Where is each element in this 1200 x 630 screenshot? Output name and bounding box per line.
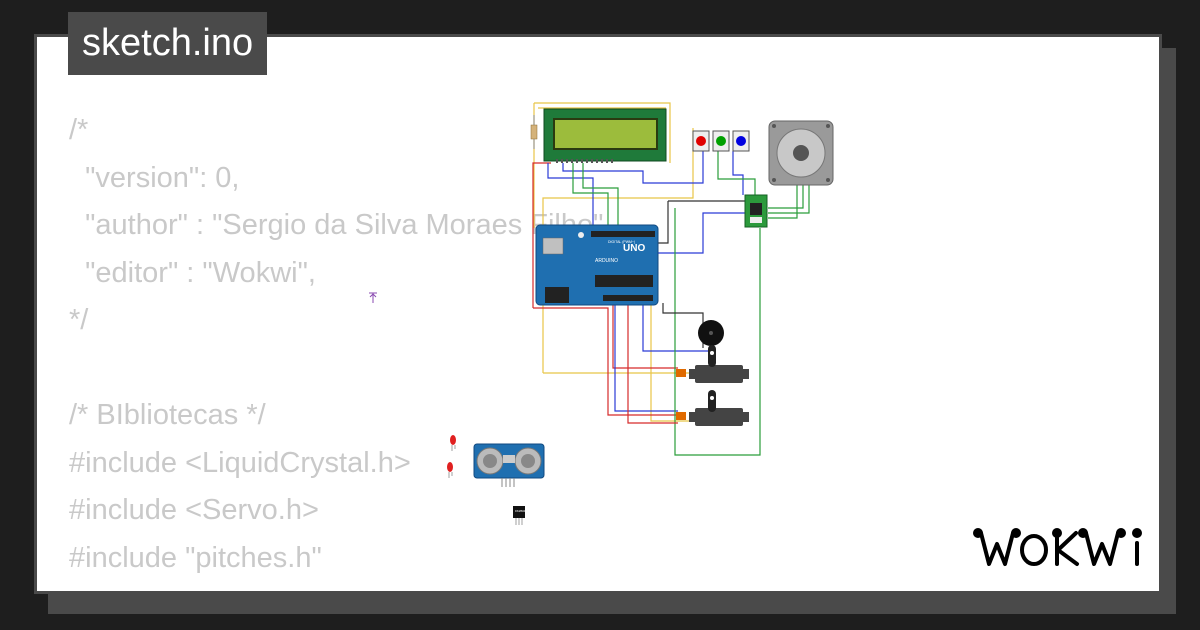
code-preview: /* "version": 0, "author" : "Sergio da S… — [69, 107, 611, 582]
arduino-brand-label: UNO — [623, 243, 645, 254]
code-line: #include "pitches.h" — [69, 541, 322, 574]
stepper-driver — [744, 194, 768, 228]
code-line: #include <Servo.h> — [69, 494, 319, 526]
servo-motor-2 — [676, 390, 749, 426]
lcd-display — [543, 108, 667, 163]
wire — [732, 151, 744, 195]
servo-motor-1 — [676, 345, 749, 383]
sensor-label: DS18B20 — [515, 510, 526, 513]
wire — [532, 162, 551, 308]
wire — [627, 303, 678, 424]
wire — [614, 303, 678, 412]
preview-card: /* "version": 0, "author" : "Sergio da S… — [34, 34, 1162, 594]
code-line: "version": 0, — [69, 161, 240, 194]
temperature-sensor: DS18B20 — [513, 506, 526, 525]
circuit-diagram: UNO ARDUINO DIGITAL (PWM~) — [369, 102, 834, 525]
wokwi-logo — [973, 528, 1142, 566]
green-button — [716, 136, 726, 146]
wire — [623, 212, 748, 254]
code-line: */ — [69, 304, 89, 336]
wire — [768, 183, 804, 209]
arduino-digital-label: DIGITAL (PWM~) — [608, 240, 635, 244]
stepper-motor — [768, 120, 834, 186]
wire — [674, 208, 761, 456]
arduino-uno: UNO ARDUINO DIGITAL (PWM~) — [535, 224, 659, 306]
antenna-icon — [369, 292, 377, 303]
wires — [532, 102, 810, 456]
blue-button — [736, 136, 746, 146]
code-line: /* — [69, 114, 89, 146]
red-button — [696, 136, 706, 146]
wire — [612, 303, 678, 369]
wire — [534, 102, 671, 163]
wire — [582, 163, 619, 233]
code-line: "editor" : "Wokwi", — [69, 256, 316, 289]
wire — [642, 303, 715, 352]
wire — [533, 307, 678, 416]
wire — [547, 163, 594, 233]
wire — [717, 151, 756, 195]
wire — [768, 183, 810, 214]
resistor — [530, 115, 538, 149]
wire — [562, 151, 704, 184]
wire — [650, 303, 693, 422]
code-line: "author" : "Sergio da Silva Moraes Filho… — [69, 209, 612, 241]
ultrasonic-sensor — [473, 443, 545, 487]
code-line: #include <LiquidCrystal.h> — [69, 446, 411, 479]
red-led-1 — [450, 435, 456, 451]
red-led-2 — [447, 462, 453, 478]
wire — [658, 201, 669, 244]
wire — [572, 163, 609, 233]
buzzer — [698, 320, 724, 346]
arduino-sub-label: ARDUINO — [595, 258, 618, 264]
wire — [662, 303, 704, 348]
push-buttons — [692, 130, 750, 152]
wire — [768, 183, 798, 219]
file-name-tab: sketch.ino — [68, 12, 268, 75]
code-line: /* BIbliotecas */ — [69, 399, 266, 431]
